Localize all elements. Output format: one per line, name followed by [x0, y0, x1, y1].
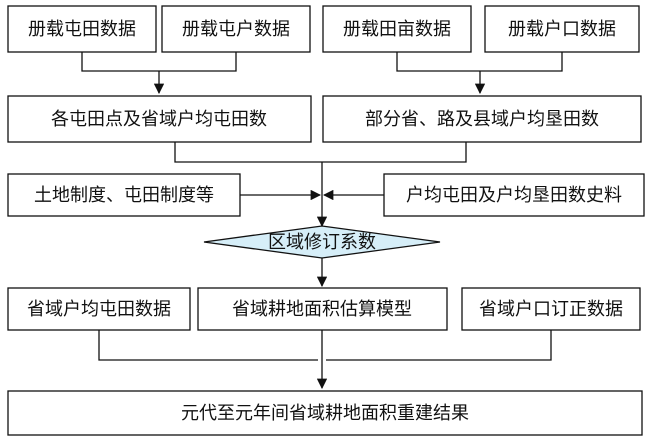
- node-provincial-avg-tuntian-data-label: 省域户均屯田数据: [27, 299, 171, 320]
- connector-row4-left: [98, 330, 318, 361]
- connector-left-pair: [81, 52, 237, 72]
- connector-row4-right: [326, 330, 552, 361]
- node-result: 元代至元年间省域耕地面积重建结果: [7, 390, 643, 436]
- node-hukou-register-label: 册载户口数据: [508, 19, 616, 40]
- node-historical-materials-label: 户均屯田及户均垦田数史料: [406, 185, 622, 206]
- node-tianmu-register: 册载田亩数据: [322, 5, 472, 53]
- node-hukou-register: 册载户口数据: [484, 5, 640, 53]
- node-result-label: 元代至元年间省域耕地面积重建结果: [181, 403, 469, 424]
- node-tuntian-register: 册载屯田数据: [7, 5, 157, 53]
- node-land-systems: 土地制度、屯田制度等: [7, 173, 241, 217]
- node-corrected-hukou-label: 省域户口订正数据: [479, 299, 623, 320]
- connector-right-pair: [396, 52, 563, 72]
- connector-row2-merge: [174, 142, 467, 163]
- node-tunhu-register: 册载屯户数据: [161, 5, 311, 53]
- node-provincial-avg-tuntian-data: 省域户均屯田数据: [7, 287, 191, 331]
- node-land-systems-label: 土地制度、屯田制度等: [34, 185, 214, 206]
- node-tunhu-register-label: 册载屯户数据: [182, 19, 290, 40]
- node-regional-coefficient-label: 区域修订系数: [268, 232, 376, 253]
- node-estimation-model-label: 省域耕地面积估算模型: [232, 299, 412, 320]
- node-regional-coefficient: 区域修订系数: [203, 225, 441, 259]
- node-provincial-avg-tuntian: 各屯田点及省域户均屯田数: [7, 95, 312, 143]
- node-county-avg-kentian: 部分省、路及县域户均垦田数: [322, 95, 642, 143]
- node-tianmu-register-label: 册载田亩数据: [343, 19, 451, 40]
- node-corrected-hukou: 省域户口订正数据: [461, 287, 641, 331]
- node-historical-materials: 户均屯田及户均垦田数史料: [383, 173, 645, 217]
- node-county-avg-kentian-label: 部分省、路及县域户均垦田数: [365, 109, 599, 130]
- node-estimation-model: 省域耕地面积估算模型: [197, 287, 448, 331]
- node-tuntian-register-label: 册载屯田数据: [28, 19, 136, 40]
- node-provincial-avg-tuntian-label: 各屯田点及省域户均屯田数: [51, 109, 267, 130]
